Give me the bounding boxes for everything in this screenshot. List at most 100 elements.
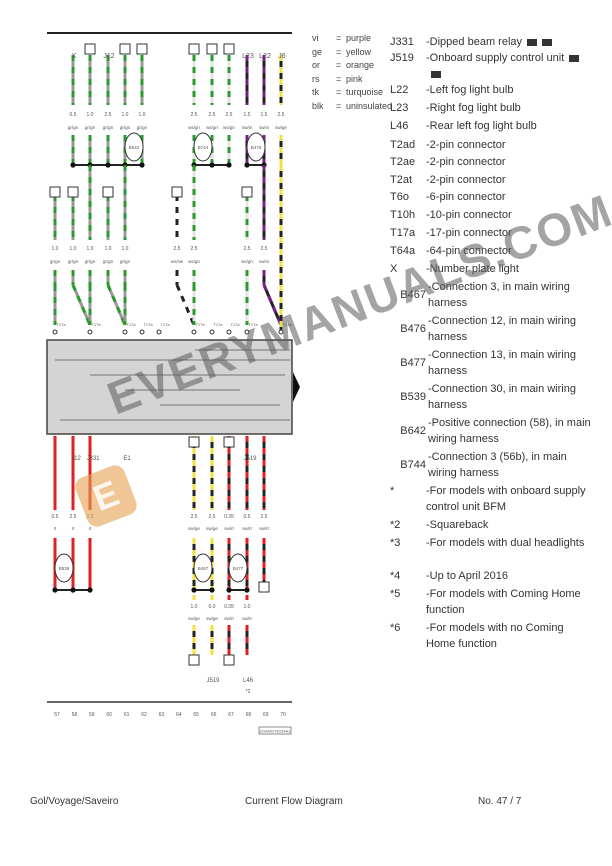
wire-color: sw/vi <box>259 125 269 130</box>
legend-description: -Right fog light bulb <box>426 102 521 114</box>
junction-dot <box>244 587 250 593</box>
wire-size: 2.5 <box>261 246 268 252</box>
column-number: 68 <box>246 712 252 718</box>
connector-box <box>206 43 218 55</box>
legend-description: -Squareback <box>426 519 489 531</box>
legend-description-text: Right fog light bulb <box>429 102 521 114</box>
junction-dot <box>52 587 58 593</box>
pin <box>191 329 197 335</box>
component-label: J519 <box>206 678 220 684</box>
legend-code: T2at <box>390 174 413 186</box>
legend-description: -Number plate light <box>426 263 519 275</box>
wire-size: 1.5 <box>261 112 268 118</box>
wire-size: 1.0 <box>191 604 198 610</box>
legend-description-text: Onboard supply control unit <box>429 52 565 64</box>
legend-description-text: 10-pin connector <box>429 209 512 221</box>
legend-code: X <box>390 263 398 275</box>
ref-box <box>258 726 292 735</box>
color-code: ge <box>312 46 323 57</box>
continuation-arrow-icon <box>293 372 300 402</box>
legend-code: T17a <box>390 227 416 239</box>
legend-item: T6o-6-pin connector <box>390 189 590 205</box>
component-label: X <box>72 53 77 60</box>
color-legend-item: vi=purple <box>312 32 392 46</box>
color-name: uninsulated <box>346 100 393 111</box>
legend-description: -Left fog light bulb <box>426 84 514 96</box>
legend-description: -Rear left fog light bulb <box>426 120 537 132</box>
pin-label: T17a <box>126 322 136 327</box>
legend-item: *3-For models with dual headlights <box>390 535 590 551</box>
legend-code: *2 <box>390 519 401 531</box>
junction-dot <box>191 587 197 593</box>
color-legend-item: rs=pink <box>312 73 392 87</box>
splice <box>54 553 74 583</box>
color-name: yellow <box>346 46 372 57</box>
column-number: 65 <box>193 712 199 718</box>
equals: = <box>336 46 342 57</box>
wire-color: sw/rt <box>242 526 252 531</box>
legend-code: T2ad <box>390 139 416 151</box>
equals: = <box>336 73 342 84</box>
legend-item: T2at-2-pin connector <box>390 172 590 188</box>
legend-item: T10h-10-pin connector <box>390 207 590 223</box>
legend-item: *2 -Squareback <box>390 517 590 533</box>
legend-description: -Up to April 2016 <box>426 570 508 582</box>
wire-color: sw/vi <box>259 259 269 264</box>
component-label: J12 <box>103 53 114 60</box>
column-number: 58 <box>72 712 78 718</box>
legend-item: B539-Connection 30, in main wiring harne… <box>392 381 592 413</box>
wire-size: 1.0 <box>105 246 112 252</box>
component-label: J519 <box>243 456 257 462</box>
junction-dot <box>87 587 93 593</box>
wire-size: 0.5 <box>244 514 251 520</box>
column-number: 69 <box>263 712 269 718</box>
junction-dot <box>70 587 76 593</box>
wire-color: ws/gn <box>206 125 218 130</box>
connector-box <box>136 43 148 55</box>
footnote-label: *2 <box>246 689 251 695</box>
legend-description: -Connection 13, in main wiring harness <box>428 349 576 377</box>
splice-label: B467 <box>198 566 209 571</box>
pin <box>156 329 162 335</box>
legend-code: T64a <box>390 245 416 257</box>
wire-color: sw/vi <box>242 125 252 130</box>
legend-description: -Dipped beam relay <box>426 34 590 50</box>
color-legend-item: tk=turquoise <box>312 86 392 100</box>
legend-description-text: For models with Coming Home function <box>426 588 581 616</box>
color-name: purple <box>346 33 372 43</box>
wire-size: 2.5 <box>209 112 216 118</box>
junction-dot <box>226 162 232 168</box>
connector-box <box>119 43 131 55</box>
wire-size: 2.5 <box>105 112 112 118</box>
connector-box <box>223 436 235 448</box>
wire-size: 1.0 <box>52 246 59 252</box>
color-name: turquoise <box>346 87 384 98</box>
legend-item: L23-Right fog light bulb <box>390 100 590 116</box>
pin-label: T17a <box>248 322 258 327</box>
wire-color: gr/gn <box>85 259 96 264</box>
legend-description: -2-pin connector <box>426 156 506 168</box>
column-number: 67 <box>228 712 234 718</box>
splice <box>193 553 213 583</box>
wire-size: 0.5 <box>70 112 77 118</box>
legend-item: L22-Left fog light bulb <box>390 82 590 98</box>
connector-box <box>188 654 200 666</box>
splice-label: B642 <box>129 145 140 150</box>
legend-description: -For models with dual headlights <box>426 537 585 549</box>
wire-color: gr/gn <box>50 259 61 264</box>
legend-description-text: 17-pin connector <box>429 227 512 239</box>
legend-description-text: For models with no Coming Home function <box>426 622 564 650</box>
wire-color: sw/ge <box>206 526 218 531</box>
wire-color: gr/gn <box>85 125 96 130</box>
wire-color: gr/gn <box>120 259 131 264</box>
wire-color: sw/rt <box>259 526 269 531</box>
legend-item: B476-Connection 12, in main wiring harne… <box>392 313 592 345</box>
wire-size: 2.5 <box>70 514 77 520</box>
legend-description: -Onboard supply control unit <box>426 50 590 82</box>
wire-size: 0.35 <box>224 604 234 610</box>
footer-title: Current Flow Diagram <box>245 796 343 807</box>
connector-box <box>241 186 253 198</box>
legend-item: T64a-64-pin connector <box>390 243 590 259</box>
wire-size: 2.5 <box>278 112 285 118</box>
pin <box>139 329 145 335</box>
